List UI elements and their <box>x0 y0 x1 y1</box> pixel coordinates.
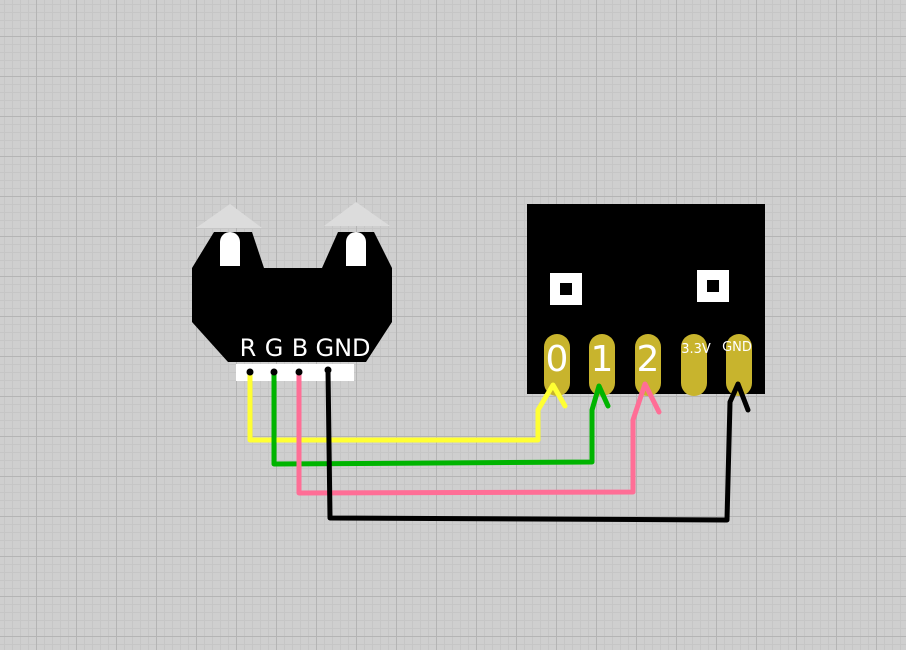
led-left-lens-bottom <box>220 250 240 266</box>
board-pin-label-0: 0 <box>546 339 569 380</box>
board-pin-2[interactable] <box>635 334 661 396</box>
header-contact-gnd <box>324 366 332 374</box>
board-pin-gnd[interactable] <box>726 334 752 396</box>
wire-r-to-0[interactable] <box>247 369 568 443</box>
led-pin-label-g: G <box>265 334 284 362</box>
rgb-led-module: R G B GND <box>192 202 392 381</box>
header-contacts <box>246 366 332 376</box>
board-pin-1[interactable] <box>589 334 615 396</box>
board-module: 0 1 2 3.3V GND <box>527 204 765 396</box>
header-contact-g <box>270 368 278 376</box>
board-pin-label-1: 1 <box>591 339 614 380</box>
wire-b-to-2[interactable] <box>296 369 662 496</box>
board-pin-3v3[interactable] <box>681 334 707 396</box>
wire-g-to-1[interactable] <box>271 369 611 467</box>
led-right-hood <box>324 202 390 226</box>
led-pin-label-gnd: GND <box>315 334 370 362</box>
board-pin-0[interactable] <box>544 334 570 396</box>
led-pin-label-b: B <box>292 334 308 362</box>
mounting-hole-left-center <box>560 283 572 295</box>
led-right-lens-bottom <box>346 250 366 266</box>
header-contact-b <box>295 368 303 376</box>
led-left-hood <box>196 204 262 228</box>
led-pin-label-r: R <box>240 334 257 362</box>
header-contact-r <box>246 368 254 376</box>
board-pin-label-gnd: GND <box>722 340 752 355</box>
led-module-body <box>192 232 392 362</box>
mounting-hole-right-center <box>707 280 719 292</box>
wire-gnd-to-gnd[interactable] <box>325 367 751 523</box>
wires <box>247 367 751 523</box>
board-pin-label-3v3: 3.3V <box>681 342 711 357</box>
board-pin-label-2: 2 <box>637 339 660 380</box>
led-pin-header <box>236 364 354 381</box>
